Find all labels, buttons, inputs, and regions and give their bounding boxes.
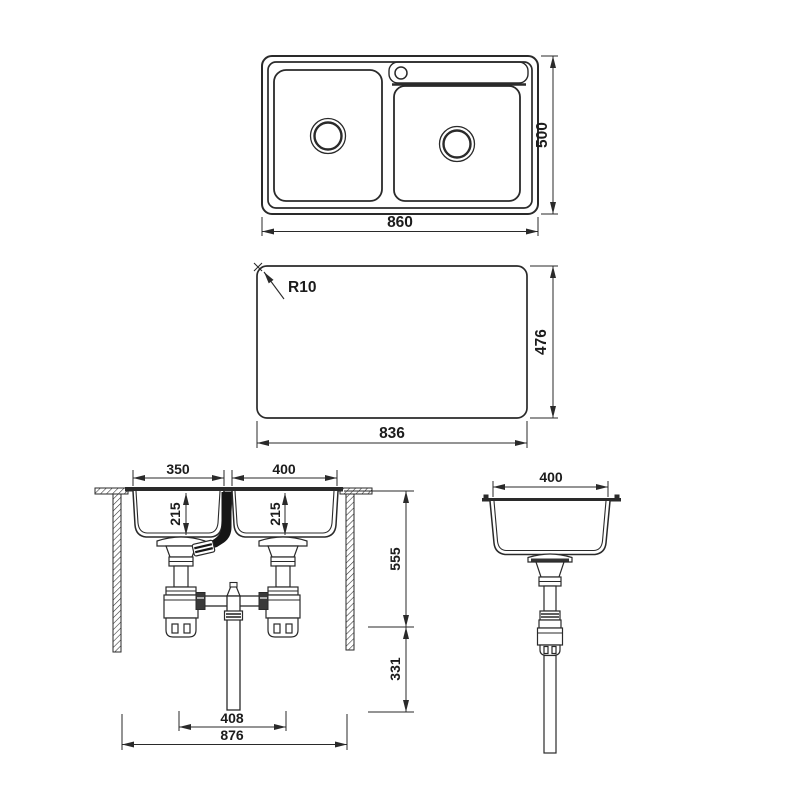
corner-radius-callout: [253, 262, 285, 300]
bowl-depth-dimensions: [183, 493, 288, 535]
left-bowl-top: [273, 69, 383, 202]
faucet-hole: [394, 66, 408, 80]
sink-rim-front: [125, 487, 343, 492]
right-drain-inner: [442, 129, 472, 159]
sink-rim-side: [482, 498, 621, 502]
side-bowl-inner-wall: [493, 500, 607, 552]
cross-pipe-fitting-left: [195, 592, 206, 610]
right-bowl-depth-label: 215: [267, 502, 283, 526]
cutout-width-dimension: [256, 421, 528, 448]
front-view-drawing: 350 400 215 215 555 331 408 876: [94, 461, 414, 750]
corner-radius-label: R10: [288, 279, 316, 296]
side-mount-clip-left: [483, 494, 489, 500]
side-view-drawing: 400: [482, 469, 621, 754]
overflow-pipe: [195, 492, 232, 553]
side-bowl-width-label: 400: [539, 469, 563, 485]
down-pipe-coupling: [223, 610, 244, 621]
side-width-dimension: [492, 481, 609, 497]
cutout-height-label: 476: [533, 329, 550, 355]
top-view-width-dimension: [261, 217, 539, 236]
left-drain-outer: [309, 117, 347, 155]
side-mount-clip-right: [614, 494, 620, 500]
cutout-height-dimension: [530, 265, 558, 419]
top-view-drawing: 860 500: [261, 55, 558, 236]
cutout-width-label: 836: [379, 425, 405, 442]
waste-down-pipe: [226, 595, 241, 711]
cutout-rectangle: [256, 265, 528, 419]
front-height-dimensions: [344, 490, 414, 713]
top-view-height-label: 500: [534, 122, 551, 148]
left-bowl-width-label: 350: [166, 461, 190, 477]
front-bottom-dimensions: [121, 711, 348, 750]
side-drain-stack: [527, 553, 573, 754]
tee-cap-tip: [229, 581, 238, 588]
left-bowl-inner-wall: [135, 490, 221, 534]
top-view-height-dimension: [541, 55, 558, 215]
cutout-template-drawing: R10 476 836: [253, 262, 558, 448]
side-bowl-outer-wall: [489, 500, 611, 556]
counter-left: [94, 487, 129, 495]
lower-height-label: 331: [387, 657, 403, 681]
right-bowl-top: [393, 85, 521, 202]
overall-width-label: 876: [220, 727, 244, 743]
left-drain-inner: [313, 121, 343, 151]
drain-spacing-label: 408: [220, 710, 244, 726]
left-bowl-depth-label: 215: [167, 502, 183, 526]
upper-height-label: 555: [387, 547, 403, 571]
right-drain-trap: [258, 536, 308, 638]
faucet-deck: [388, 61, 529, 84]
top-view-width-label: 860: [387, 214, 413, 231]
front-bowl-width-dimensions: [132, 470, 338, 486]
cabinet-wall-left: [112, 493, 122, 653]
cross-pipe-fitting-right: [258, 592, 269, 610]
right-drain-outer: [438, 125, 476, 163]
cabinet-wall-right: [345, 493, 355, 651]
right-bowl-width-label: 400: [272, 461, 296, 477]
overflow-fitting: [191, 539, 216, 557]
sink-outer-edge: [261, 55, 539, 215]
